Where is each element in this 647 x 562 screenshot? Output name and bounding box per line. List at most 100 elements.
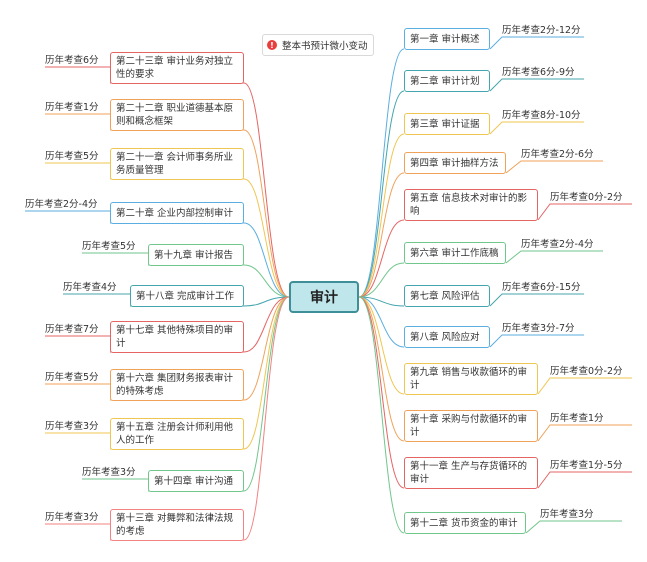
score-underline <box>525 520 622 534</box>
chapter-node-right-8[interactable]: 第八章 风险应对 <box>404 326 490 348</box>
branch-line <box>243 222 290 298</box>
chapter-label: 第十八章 完成审计工作 <box>136 290 235 302</box>
chapter-score: 历年考查2分-6分 <box>521 149 594 160</box>
chapter-label: 第二十章 企业内部控制审计 <box>116 207 234 219</box>
chapter-label: 第八章 风险应对 <box>410 331 480 343</box>
score-underline <box>489 78 584 92</box>
chapter-label: 第十六章 集团财务报表审计的特殊考虑 <box>116 373 234 397</box>
branch-line <box>243 296 290 307</box>
chapter-label: 第二十一章 会计师事务所业务质量管理 <box>116 152 234 176</box>
chapter-score: 历年考查5分 <box>82 241 136 252</box>
branch-line <box>243 82 290 298</box>
chapter-node-left-10[interactable]: 第十四章 审计沟通 <box>148 470 244 492</box>
note-box: ! 整本书预计微小变动 <box>262 34 374 56</box>
exclamation-icon: ! <box>267 40 277 50</box>
chapter-label: 第十四章 审计沟通 <box>154 475 234 487</box>
chapter-score: 历年考查5分 <box>45 151 99 162</box>
chapter-label: 第十三章 对舞弊和法律法规的考虑 <box>116 513 234 537</box>
chapter-node-left-11[interactable]: 第十三章 对舞弊和法律法规的考虑 <box>110 509 244 541</box>
branch-line <box>358 172 405 298</box>
chapter-score: 历年考查1分 <box>45 102 99 113</box>
chapter-node-right-9[interactable]: 第九章 销售与收款循环的审计 <box>404 363 538 395</box>
branch-line <box>358 296 405 442</box>
chapter-score: 历年考查6分-9分 <box>502 67 575 78</box>
chapter-score: 历年考查1分-5分 <box>550 460 623 471</box>
branch-line <box>358 90 405 298</box>
score-underline <box>489 334 584 348</box>
branch-line <box>243 178 290 298</box>
chapter-score: 历年考查3分 <box>45 512 99 523</box>
chapter-score: 历年考查2分-4分 <box>521 239 594 250</box>
chapter-node-right-11[interactable]: 第十一章 生产与存货循环的审计 <box>404 457 538 489</box>
chapter-label: 第一章 审计概述 <box>410 33 480 45</box>
score-underline <box>505 160 603 174</box>
chapter-score: 历年考查7分 <box>45 324 99 335</box>
branch-line <box>243 296 290 492</box>
score-underline <box>537 424 632 442</box>
branch-line <box>358 48 405 298</box>
chapter-node-left-6[interactable]: 第十八章 完成审计工作 <box>130 285 244 307</box>
score-underline <box>489 121 584 135</box>
chapter-node-left-5[interactable]: 第十九章 审计报告 <box>148 244 244 266</box>
chapter-score: 历年考查3分-7分 <box>502 323 575 334</box>
chapter-score: 历年考查6分 <box>45 55 99 66</box>
chapter-score: 历年考查4分 <box>63 282 117 293</box>
branch-line <box>243 264 290 298</box>
note-text: 整本书预计微小变动 <box>282 41 368 52</box>
chapter-node-right-1[interactable]: 第一章 审计概述 <box>404 28 490 50</box>
chapter-score: 历年考查3分 <box>540 509 594 520</box>
branch-line <box>243 296 290 450</box>
chapter-node-left-3[interactable]: 第二十一章 会计师事务所业务质量管理 <box>110 148 244 180</box>
chapter-score: 历年考查3分 <box>45 421 99 432</box>
chapter-label: 第七章 风险评估 <box>410 290 480 302</box>
chapter-score: 历年考查3分 <box>82 467 136 478</box>
chapter-score: 历年考查0分-2分 <box>550 366 623 377</box>
chapter-score: 历年考查5分 <box>45 372 99 383</box>
chapter-node-right-4[interactable]: 第四章 审计抽样方法 <box>404 152 506 174</box>
branch-line <box>358 296 405 489</box>
branch-line <box>358 296 405 395</box>
score-underline <box>489 36 584 50</box>
branch-line <box>243 296 290 353</box>
chapter-label: 第十七章 其他特殊项目的审计 <box>116 325 234 349</box>
branch-line <box>243 296 290 541</box>
branch-line <box>358 219 405 298</box>
chapter-node-left-8[interactable]: 第十六章 集团财务报表审计的特殊考虑 <box>110 369 244 401</box>
chapter-node-right-2[interactable]: 第二章 审计计划 <box>404 70 490 92</box>
chapter-label: 第十一章 生产与存货循环的审计 <box>410 461 528 485</box>
branch-line <box>358 133 405 298</box>
chapter-node-right-7[interactable]: 第七章 风险评估 <box>404 285 490 307</box>
chapter-label: 第六章 审计工作底稿 <box>410 247 499 259</box>
central-topic[interactable]: 审计 <box>289 281 359 313</box>
branch-line <box>243 296 290 401</box>
watermark <box>24 20 45 45</box>
chapter-node-left-1[interactable]: 第二十三章 审计业务对独立性的要求 <box>110 52 244 84</box>
score-underline <box>537 203 632 221</box>
score-underline <box>537 471 632 489</box>
branch-line <box>358 262 405 298</box>
chapter-node-left-4[interactable]: 第二十章 企业内部控制审计 <box>110 202 244 224</box>
chapter-node-left-2[interactable]: 第二十二章 职业道德基本原则和概念框架 <box>110 99 244 131</box>
chapter-score: 历年考查2分-12分 <box>502 25 581 36</box>
chapter-score: 历年考查2分-4分 <box>25 199 98 210</box>
chapter-label: 第二章 审计计划 <box>410 75 480 87</box>
chapter-node-left-7[interactable]: 第十七章 其他特殊项目的审计 <box>110 321 244 353</box>
chapter-node-left-9[interactable]: 第十五章 注册会计师利用他人的工作 <box>110 418 244 450</box>
chapter-score: 历年考查0分-2分 <box>550 192 623 203</box>
chapter-label: 第九章 销售与收款循环的审计 <box>410 367 528 391</box>
chapter-node-right-5[interactable]: 第五章 信息技术对审计的影响 <box>404 189 538 221</box>
chapter-node-right-12[interactable]: 第十二章 货币资金的审计 <box>404 512 526 534</box>
chapter-score: 历年考查1分 <box>550 413 604 424</box>
chapter-node-right-10[interactable]: 第十章 采购与付款循环的审计 <box>404 410 538 442</box>
score-underline <box>489 293 584 307</box>
score-underline <box>537 377 632 395</box>
chapter-label: 第三章 审计证据 <box>410 118 480 130</box>
chapter-node-right-6[interactable]: 第六章 审计工作底稿 <box>404 242 506 264</box>
chapter-label: 第四章 审计抽样方法 <box>410 157 499 169</box>
chapter-label: 第十二章 货币资金的审计 <box>410 517 518 529</box>
chapter-node-right-3[interactable]: 第三章 审计证据 <box>404 113 490 135</box>
chapter-score: 历年考查6分-15分 <box>502 282 581 293</box>
branch-line <box>358 296 405 534</box>
chapter-label: 第二十二章 职业道德基本原则和概念框架 <box>116 103 234 127</box>
